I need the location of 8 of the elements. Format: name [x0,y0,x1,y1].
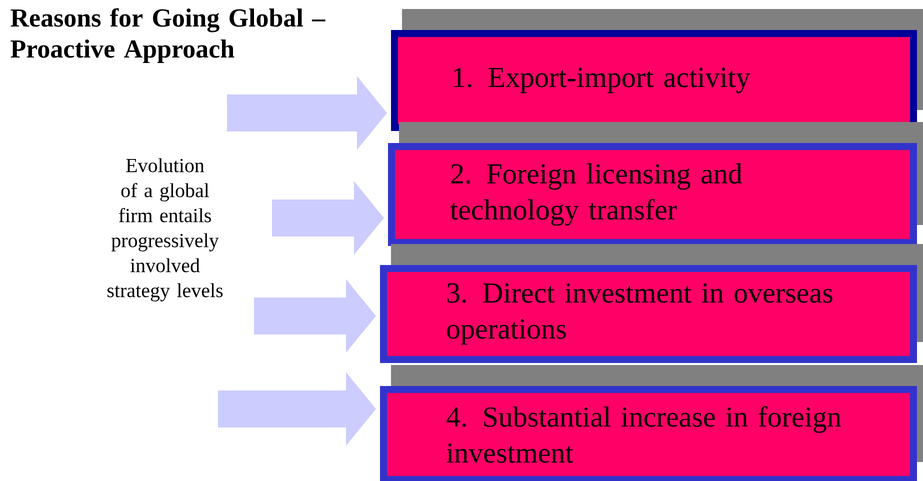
step-box: 3. Direct investment in overseas operations [380,244,923,363]
step-box: 1. Export-import activity [391,9,923,131]
step-box: 4. Substantial increase in foreign investment [380,365,923,481]
description-text: Evolution of a global firm entails progressively involved strategy levels [108,158,223,302]
node-label: 2. Foreign licensing and technology transfer [450,163,742,226]
node-label: 1. Export-import activity [454,68,750,94]
step-box: 2. Foreign licensing and technology transfer [388,122,923,246]
title: Reasons for Going Global – Proactive Approach [10,8,326,64]
